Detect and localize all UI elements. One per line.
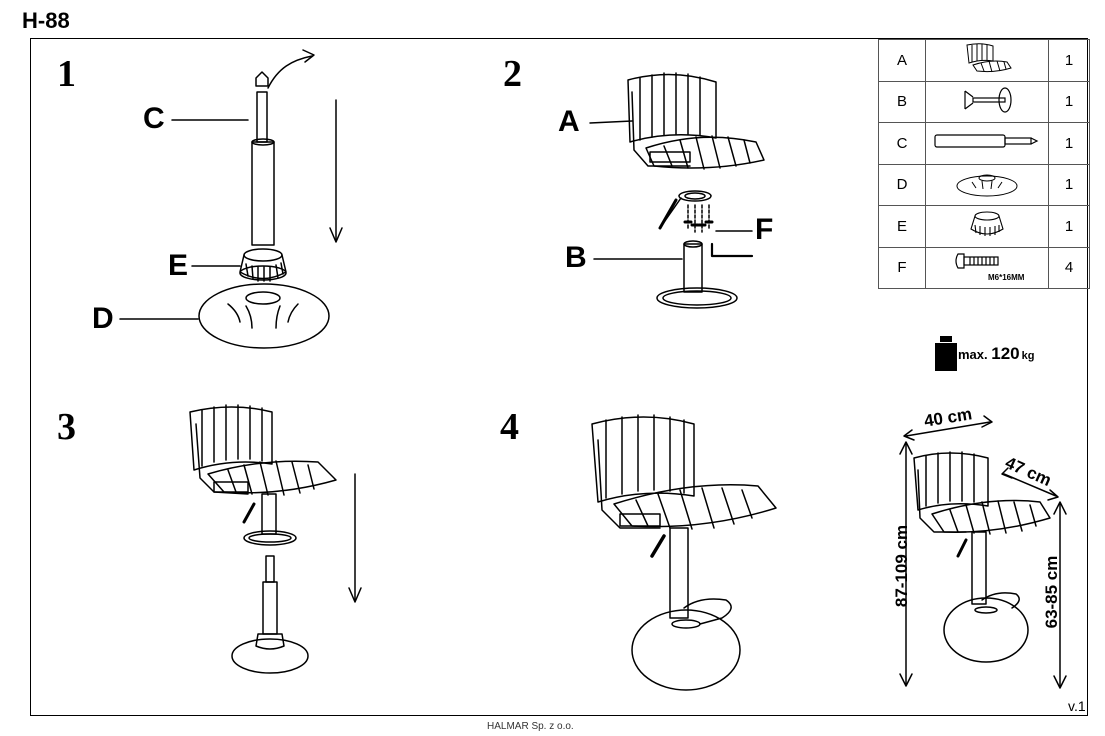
dimensions-drawing xyxy=(899,415,1067,689)
base-assembly-drawing xyxy=(656,190,754,309)
rotate-arrow xyxy=(267,55,313,89)
parts-row: F M6*16MM 4 xyxy=(878,246,1090,289)
parts-row: C 1 xyxy=(878,122,1090,165)
part-qty: 1 xyxy=(1048,122,1090,165)
part-qty: 1 xyxy=(1048,205,1090,248)
parts-row: A 1 xyxy=(878,39,1090,82)
step-number-1: 1 xyxy=(57,53,76,95)
gas-lift-lever-icon xyxy=(925,80,1049,123)
callout-C: C xyxy=(143,102,165,135)
seat-icon xyxy=(925,39,1049,82)
part-qty: 4 xyxy=(1048,246,1090,289)
parts-row: D 1 xyxy=(878,163,1090,206)
part-qty: 1 xyxy=(1048,39,1090,82)
step4-drawing xyxy=(591,414,777,691)
bolt-size-label: M6*16MM xyxy=(988,272,1025,282)
seat-drawing xyxy=(627,72,765,170)
round-base-drawing xyxy=(198,283,330,349)
parts-table: A 1 B 1 C xyxy=(878,39,1090,289)
max-load-value: 120 xyxy=(991,344,1020,363)
model-code: H-88 xyxy=(22,8,70,33)
part-letter: B xyxy=(878,80,926,123)
seat-drawing-step3 xyxy=(189,404,337,546)
step-number-3: 3 xyxy=(57,406,76,448)
parts-row: B 1 xyxy=(878,80,1090,123)
step-number-4: 4 xyxy=(500,406,519,448)
part-qty: 1 xyxy=(1048,163,1090,206)
gas-cylinder-drawing xyxy=(251,71,275,246)
version-label: v.1 xyxy=(1068,698,1086,714)
max-load-prefix: max. xyxy=(958,347,988,362)
part-letter: C xyxy=(878,122,926,165)
part-letter: E xyxy=(878,205,926,248)
base-cover-drawing xyxy=(239,248,287,282)
height-dimension: 87-109 cm xyxy=(892,524,911,608)
company-name: HALMAR Sp. z o.o. xyxy=(487,721,574,732)
round-base-icon xyxy=(925,163,1049,206)
callout-D: D xyxy=(92,302,114,335)
step2-drawing xyxy=(589,72,765,309)
callout-F: F xyxy=(755,213,774,246)
max-load-unit: kg xyxy=(1021,350,1035,362)
rotate-arrowhead xyxy=(302,49,315,63)
step1-drawing xyxy=(119,49,343,349)
leader-A xyxy=(589,120,633,124)
part-letter: F xyxy=(878,246,926,289)
base-drawing-step3 xyxy=(231,555,309,674)
weight-icon xyxy=(935,336,957,371)
step3-drawing xyxy=(189,404,362,674)
parts-row: E 1 xyxy=(878,205,1090,248)
part-letter: A xyxy=(878,39,926,82)
seat-height-dimension: 63-85 cm xyxy=(1042,555,1061,629)
step-number-2: 2 xyxy=(503,53,522,95)
bolt-icon: M6*16MM xyxy=(925,246,1049,289)
callout-E: E xyxy=(168,249,189,282)
base-cover-icon xyxy=(925,205,1049,248)
gas-cylinder-icon xyxy=(925,122,1049,165)
page-frame xyxy=(30,38,1088,716)
part-letter: D xyxy=(878,163,926,206)
part-qty: 1 xyxy=(1048,80,1090,123)
callout-A: A xyxy=(558,105,580,138)
callout-B: B xyxy=(565,241,587,274)
